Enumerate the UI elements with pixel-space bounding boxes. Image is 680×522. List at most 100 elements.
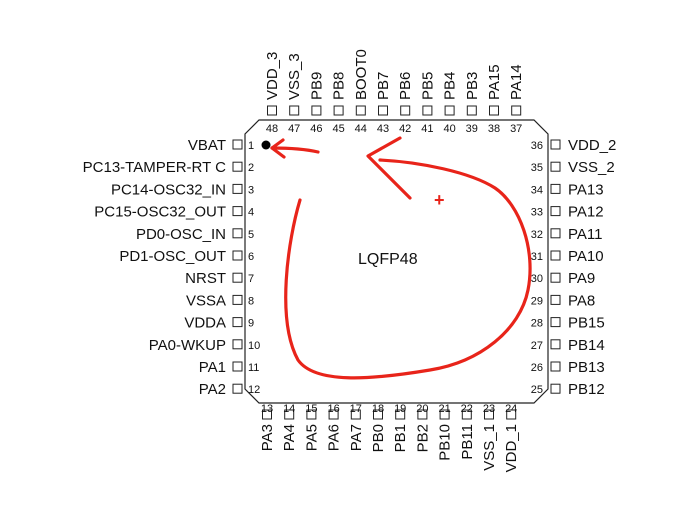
- pin-label: PA11: [568, 226, 602, 243]
- pin-pad: [550, 206, 561, 217]
- red-arrow-to-pin1: [270, 146, 320, 154]
- pin-label: VDD_1: [503, 424, 520, 472]
- pin-pad: [550, 294, 561, 305]
- pin-number: 8: [248, 295, 254, 307]
- pin-number: 1: [248, 140, 254, 152]
- pin-number: 14: [283, 403, 295, 415]
- pin-label: PB7: [375, 72, 392, 100]
- pin1-marker-dot: [261, 140, 271, 150]
- pin-pad: [232, 139, 243, 150]
- pin-number: 44: [355, 123, 367, 135]
- pin-label: VSS_1: [481, 424, 498, 471]
- pin-pad: [550, 272, 561, 283]
- pin-pad: [550, 361, 561, 372]
- pin-label: PA0-WKUP: [149, 337, 226, 354]
- pin-pad: [232, 183, 243, 194]
- red-annotation: [270, 136, 532, 380]
- pin-pad: [444, 105, 455, 116]
- pin-label: VBAT: [188, 137, 226, 154]
- pin-label: PA7: [348, 424, 365, 451]
- pin-pad: [232, 161, 243, 172]
- pin-pad: [267, 105, 277, 116]
- pin-label: VDD_3: [264, 52, 281, 100]
- pin-number: 23: [483, 403, 495, 415]
- pin-label: PA9: [568, 270, 595, 287]
- pin-label: PB4: [442, 72, 459, 100]
- pin-label: PB8: [331, 72, 348, 100]
- pin-pad: [550, 250, 561, 261]
- pin-pad: [232, 272, 243, 283]
- pin-number: 17: [350, 403, 362, 415]
- pin-label: PA15: [486, 64, 503, 100]
- pin-number: 32: [531, 229, 543, 241]
- pin-label: PA6: [326, 424, 343, 451]
- pin-label: PA12: [568, 204, 604, 221]
- package-label: LQFP48: [358, 251, 418, 268]
- pin-label: PA3: [259, 424, 276, 451]
- pin-pad: [466, 105, 477, 116]
- pin-number: 27: [531, 340, 543, 352]
- red-cross-mark: +: [434, 190, 445, 210]
- pin-number: 12: [248, 384, 260, 396]
- pin-number: 16: [327, 403, 339, 415]
- pin-pad: [232, 383, 243, 394]
- pin-pad: [506, 409, 517, 420]
- pin-number: 37: [510, 123, 522, 135]
- pin-label: NRST: [185, 270, 226, 287]
- pin-number: 34: [531, 184, 543, 196]
- pin-pad: [232, 339, 243, 350]
- pin-number: 31: [531, 251, 543, 263]
- pin-number: 42: [399, 123, 411, 135]
- pin-number: 13: [261, 403, 273, 415]
- pin-pad: [350, 409, 361, 420]
- pin-number: 22: [461, 403, 473, 415]
- pin-number: 36: [531, 140, 543, 152]
- pin-number: 21: [438, 403, 450, 415]
- pin-pad: [550, 383, 561, 394]
- pin-pad: [355, 105, 366, 116]
- pin-pad: [550, 161, 561, 172]
- pin-label: BOOT0: [353, 49, 370, 100]
- pin-pad: [417, 409, 428, 420]
- pin-label: PB1: [392, 424, 409, 452]
- pin-pad: [422, 105, 433, 116]
- pin-number: 38: [488, 123, 500, 135]
- pin-pad: [378, 105, 388, 116]
- pin-pad: [489, 105, 499, 116]
- pin-pad: [511, 105, 522, 116]
- pin-pad: [550, 183, 561, 194]
- pin-label: PA2: [199, 381, 226, 398]
- pin-number: 15: [305, 403, 317, 415]
- pin-label: PA4: [281, 424, 298, 451]
- pin-label: PC13-TAMPER-RT C: [83, 159, 227, 176]
- pin-pad: [550, 139, 561, 150]
- pin-label: PD1-OSC_OUT: [119, 248, 226, 265]
- pin-label: PC15-OSC32_OUT: [94, 204, 226, 221]
- pin-pad: [550, 339, 561, 350]
- pin-pad: [284, 409, 295, 420]
- pin-pad: [232, 294, 243, 305]
- pin-number: 3: [248, 184, 254, 196]
- pin-number: 5: [248, 229, 254, 241]
- pin-label: PA1: [199, 359, 226, 376]
- pin-number: 7: [248, 273, 254, 285]
- pin-label: PA5: [303, 424, 320, 451]
- pin-pad: [439, 409, 450, 420]
- pin-number: 33: [531, 207, 543, 219]
- pin-pad: [232, 317, 243, 328]
- pin-number: 35: [531, 162, 543, 174]
- pin-pad: [262, 409, 272, 420]
- pin-label: PB2: [414, 424, 431, 452]
- pin-number: 26: [531, 362, 543, 374]
- pin-label: PA13: [568, 181, 604, 198]
- pin-label: PB6: [397, 72, 414, 100]
- pin-number: 47: [288, 123, 300, 135]
- pin-pad: [484, 409, 494, 420]
- pin-label: VDD_2: [568, 137, 616, 154]
- pin-label: PD0-OSC_IN: [136, 226, 226, 243]
- pin-pad: [232, 361, 243, 372]
- pin-pad: [328, 409, 339, 420]
- pin-pad: [289, 105, 300, 116]
- pin-pad: [373, 409, 383, 420]
